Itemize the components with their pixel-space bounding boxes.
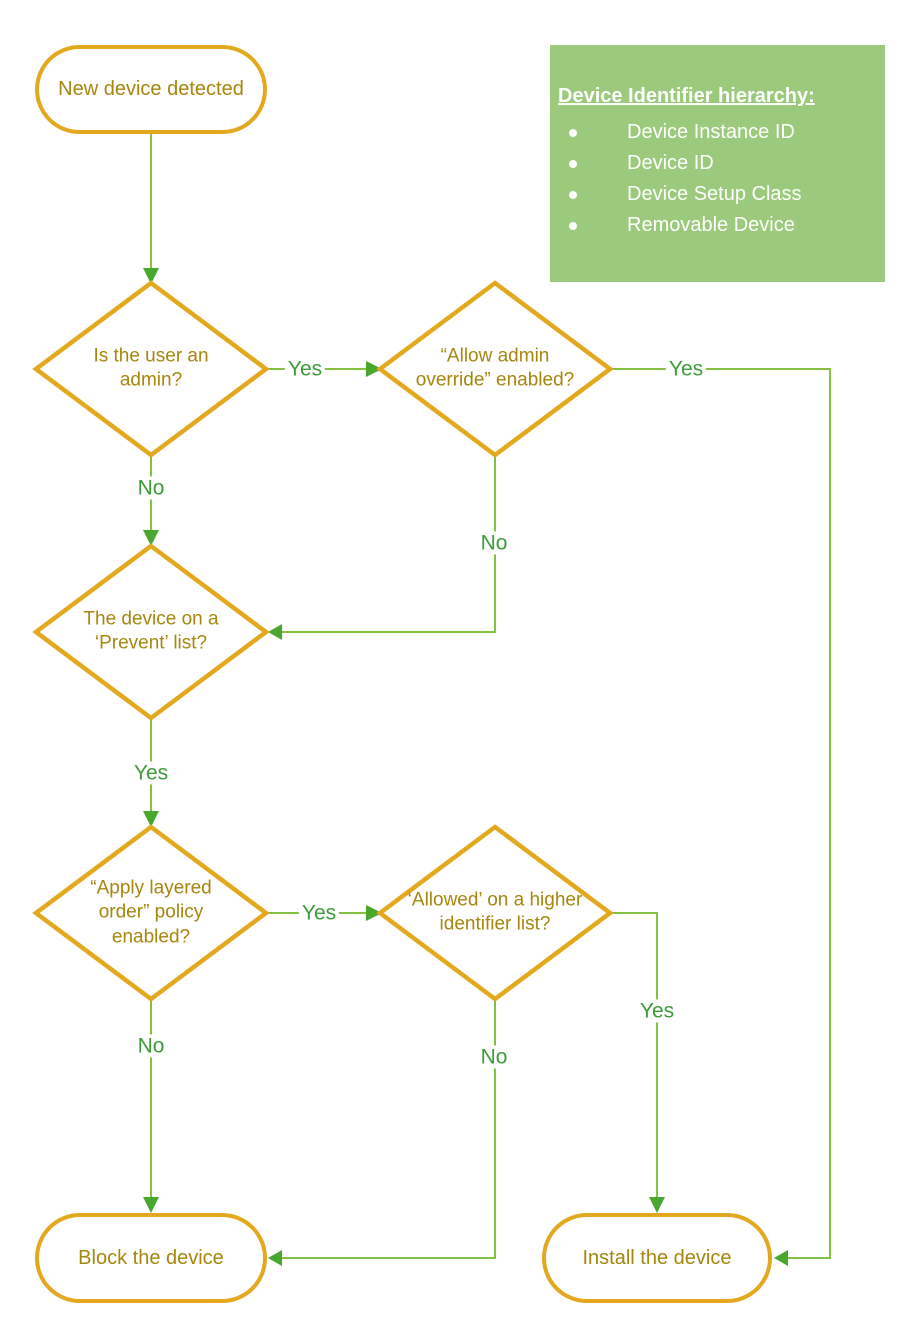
info-box-list: Device Instance ID Device ID Device Setu… bbox=[558, 117, 875, 241]
decision-admin-check bbox=[32, 280, 270, 458]
edge-label-admin-yes: Yes bbox=[284, 357, 326, 381]
edge-label-allowed-no: No bbox=[477, 1045, 511, 1069]
edge-label-override-no: No bbox=[477, 531, 511, 555]
decision-override-check bbox=[376, 280, 614, 458]
arrowhead-admin-no bbox=[143, 530, 159, 546]
decision-allowed-check bbox=[376, 824, 614, 1002]
list-item: Device Setup Class bbox=[558, 179, 875, 210]
arrowhead-layered-yes bbox=[366, 905, 382, 921]
edge-label-admin-no: No bbox=[134, 476, 168, 500]
arrowhead-admin-yes bbox=[366, 361, 382, 377]
decision-layered-check bbox=[32, 824, 270, 1002]
arrowhead-override-no bbox=[268, 624, 282, 640]
list-item: Removable Device bbox=[558, 210, 875, 241]
edge-label-allowed-yes: Yes bbox=[636, 999, 678, 1023]
block-device-node: Block the device bbox=[35, 1213, 267, 1303]
allowed-check-label: ‘Allowed’ on a higher identifier list? bbox=[407, 889, 583, 935]
override-check-label: “Allow admin override” enabled? bbox=[415, 345, 575, 391]
arrowhead-prevent-yes bbox=[143, 811, 159, 827]
bullet-icon bbox=[569, 128, 577, 137]
arrowhead-override-yes bbox=[774, 1250, 788, 1266]
list-item: Device Instance ID bbox=[558, 117, 875, 148]
edge-label-override-yes: Yes bbox=[665, 357, 707, 381]
list-item: Device ID bbox=[558, 148, 875, 179]
edge-label-prevent-yes: Yes bbox=[130, 761, 172, 785]
info-box-title: Device Identifier hierarchy: bbox=[558, 85, 815, 107]
arrowhead-allowed-yes bbox=[649, 1197, 665, 1213]
prevent-check-label: The device on a ‘Prevent’ list? bbox=[83, 608, 219, 654]
edge-allowed-yes bbox=[610, 912, 658, 1199]
device-identifier-hierarchy-box: Device Identifier hierarchy: Device Inst… bbox=[550, 45, 885, 282]
start-node: New device detected bbox=[35, 45, 267, 134]
edge-label-layered-no: No bbox=[134, 1034, 168, 1058]
layered-check-label: “Apply layered order” policy enabled? bbox=[90, 877, 212, 948]
edge-override-yes bbox=[610, 368, 831, 1259]
install-device-node: Install the device bbox=[542, 1213, 772, 1303]
bullet-icon bbox=[569, 221, 577, 230]
list-item-label: Device Instance ID bbox=[627, 121, 795, 143]
list-item-label: Removable Device bbox=[627, 214, 795, 236]
block-device-label: Block the device bbox=[78, 1246, 224, 1269]
admin-check-label: Is the user an admin? bbox=[93, 345, 209, 391]
list-item-label: Device Setup Class bbox=[627, 183, 802, 205]
edge-label-layered-yes: Yes bbox=[298, 901, 340, 925]
decision-prevent-check bbox=[32, 543, 270, 721]
bullet-icon bbox=[569, 159, 577, 168]
bullet-icon bbox=[569, 190, 577, 199]
arrowhead-allowed-no bbox=[268, 1250, 282, 1266]
list-item-label: Device ID bbox=[627, 152, 714, 174]
install-device-label: Install the device bbox=[582, 1246, 732, 1269]
edge-allowed-no bbox=[282, 999, 496, 1259]
arrowhead-layered-no bbox=[143, 1197, 159, 1213]
start-node-label: New device detected bbox=[58, 78, 244, 100]
arrowhead-start-to-admin bbox=[143, 268, 159, 284]
edge-override-no bbox=[282, 455, 496, 633]
